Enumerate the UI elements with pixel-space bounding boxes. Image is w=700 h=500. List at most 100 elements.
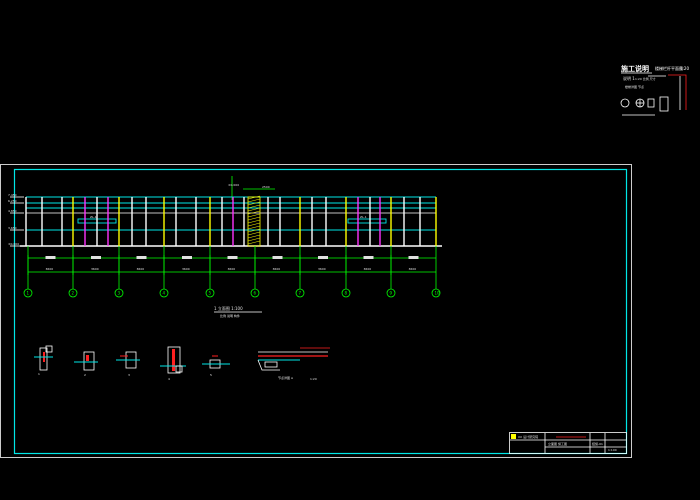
title-project: XX 设计研究院: [518, 434, 538, 439]
dim-tick-block: [45, 256, 56, 259]
dim-label: 3600: [364, 267, 372, 271]
dim-label: 3600: [46, 267, 54, 271]
axis-number: 5: [209, 291, 212, 296]
level-label: 7.450: [8, 193, 17, 197]
hatch-line: [247, 210, 261, 215]
detail-5: 5: [202, 355, 230, 377]
axis-number: 2: [72, 291, 75, 296]
axis-bubble: [205, 288, 215, 298]
level-marks: 7.450 6.250 4.850 3.650 ±0.000: [8, 193, 24, 247]
notes-title: 施工说明: [621, 64, 649, 73]
axis-number: 9: [390, 291, 393, 296]
axis-bubble: [159, 288, 169, 298]
title-block-frame: [509, 432, 627, 454]
hatch-line: [247, 225, 261, 230]
hatch-line: [247, 237, 261, 242]
dim-label: 3600: [318, 267, 326, 271]
notes-detail-box: [659, 96, 669, 112]
axis-number: 6: [254, 291, 257, 296]
level-label: 6.250: [8, 199, 17, 203]
detail-5-label: 5: [210, 373, 212, 377]
axis-number: 1: [27, 291, 30, 296]
detail-drawings: 1 2 3 4 5: [34, 345, 330, 381]
notes-mini-box: [647, 98, 655, 108]
hatch-line: [247, 207, 261, 212]
dim-tick-block: [182, 256, 192, 259]
dim-label: 3600: [228, 267, 236, 271]
hatch-line: [247, 201, 261, 206]
stair-core-hatching: [247, 195, 261, 245]
axis-bubble: [250, 288, 260, 298]
axis-bubble: [295, 288, 305, 298]
level-label: ±0.000: [8, 242, 19, 246]
axis-number: 8: [345, 291, 348, 296]
notes-red-bracket: [668, 74, 687, 110]
construction-notes: 施工说明 楼梯栏杆平面图 1:20 说明 1 1:20 比例 尺寸 楼梯详图 节…: [620, 64, 689, 116]
notes-line3-label: 楼梯详图 节点: [625, 84, 644, 89]
hatch-line: [247, 231, 261, 236]
center-mark-label: ±0.000: [228, 183, 239, 187]
detail-1: 1: [34, 345, 53, 376]
dim-label: 3600: [409, 267, 417, 271]
outer-sheet-frame: [0, 164, 632, 458]
axis-bubble: [386, 288, 396, 298]
panel-right-label: ZL-1: [360, 215, 367, 219]
column-lines: [25, 197, 437, 246]
notes-subtitle: 楼梯栏杆平面图: [655, 65, 683, 71]
level-label: 3.650: [8, 226, 17, 230]
detail-2-label: 2: [84, 373, 86, 377]
dim-tick-block: [136, 256, 147, 259]
title-drawing: 立面图 施工图: [548, 441, 567, 446]
dim-tick-block: [408, 256, 419, 259]
detail-long-label: 节点详图 A: [278, 375, 294, 380]
axis-bubble: [23, 288, 33, 298]
detail-4: 4: [160, 346, 186, 381]
top-dim-label: 2500: [262, 185, 270, 189]
detail-3-label: 3: [128, 373, 130, 377]
detail-1-label: 1: [38, 372, 40, 376]
axis-number: 7: [299, 291, 302, 296]
axis-number: 4: [163, 291, 166, 296]
inner-border-frame: [13, 168, 628, 455]
elevation-drawing: ±0.000 2500 7.450 6.250 4.850 3.650 ±0.000 Z…: [8, 176, 442, 318]
hatch-line: [247, 213, 261, 218]
axis-bubble: [431, 288, 441, 298]
dim-tick-block: [272, 256, 283, 259]
hatch-line: [247, 234, 261, 239]
elevation-caption: 1 立面图 1:100: [214, 305, 243, 311]
title-scale: 1:100: [608, 448, 617, 452]
hatch-line: [247, 204, 261, 209]
stair-core: [247, 196, 261, 247]
detail-long-section: 节点详图 A 1:20: [257, 347, 330, 381]
dim-tick-block: [318, 256, 328, 259]
detail-3: 3: [116, 351, 140, 377]
title-block: XX 设计研究院 立面图 施工图 结施-01 1:100: [509, 432, 627, 454]
hatch-line: [247, 195, 261, 200]
hatch-line: [247, 198, 261, 203]
dim-label: 3600: [91, 267, 99, 271]
notes-line2-label: 说明 1: [623, 75, 635, 81]
dim-label: 3600: [182, 267, 190, 271]
hatch-line: [247, 216, 261, 221]
dim-tick-block: [227, 256, 238, 259]
dim-tick-block: [363, 256, 374, 259]
panel-left-label: ZL-1: [90, 215, 97, 219]
detail-4-label: 4: [168, 377, 170, 381]
dim-label: 3600: [273, 267, 281, 271]
axis-bubble: [68, 288, 78, 298]
detail-2: 2: [74, 351, 98, 377]
hatch-line: [247, 222, 261, 227]
title-drawing-no: 结施-01: [592, 441, 603, 446]
level-label: 4.850: [8, 209, 17, 213]
notes-scale-ref: 1:20: [680, 66, 689, 71]
axis-number: 10: [435, 291, 441, 296]
notes-line2-rest: 1:20 比例 尺寸: [635, 76, 656, 81]
hatch-line: [247, 219, 261, 224]
hatch-line: [247, 228, 261, 233]
notes-circle-symbol-1: [620, 98, 630, 108]
dim-label: 3600: [137, 267, 145, 271]
dim-tick-block: [91, 256, 101, 259]
axis-bubble: [341, 288, 351, 298]
